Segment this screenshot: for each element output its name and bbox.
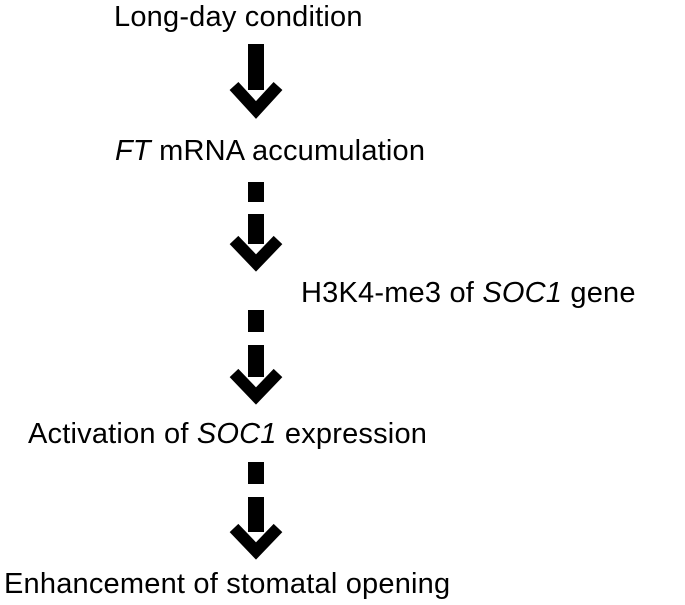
node-h3k4-me3-label: H3K4-me3 of SOC1 gene (301, 276, 636, 310)
arrow-2b-dash-2 (248, 345, 264, 377)
ft-mrna-text: mRNA accumulation (150, 135, 426, 167)
node-ft-mrna-accumulation: FT mRNA accumulation (115, 134, 425, 168)
node-activation-soc1-expression: Activation of SOC1 expression (28, 417, 427, 451)
node-stomatal-text: Enhancement of stomatal opening (4, 568, 451, 600)
arrow-2a-head (229, 235, 283, 272)
h3k4-prefix-text: H3K4-me3 of (301, 277, 483, 309)
arrow-2a-dash-1 (248, 182, 264, 202)
arrow-solid-long-day-to-ft (229, 44, 283, 119)
activation-prefix-text: Activation of (28, 418, 197, 450)
arrow-dashed-activation-to-stomatal (229, 462, 283, 560)
activation-soc1-gene-name: SOC1 (196, 418, 277, 450)
arrow-2b-dash-1 (248, 310, 264, 332)
arrow-3-head (229, 523, 283, 560)
node-long-day-text: Long-day condition (114, 1, 363, 33)
arrow-1-head (229, 81, 283, 119)
arrow-2b-head (229, 368, 283, 405)
arrow-3-dash-2 (248, 497, 264, 532)
node-enhancement-stomatal-opening: Enhancement of stomatal opening (4, 567, 450, 601)
node-long-day-condition: Long-day condition (114, 0, 363, 34)
h3k4-soc1-gene-name: SOC1 (482, 277, 563, 309)
arrow-2a-dash-2 (248, 214, 264, 244)
arrow-dashed-ft-to-activation (229, 182, 283, 405)
h3k4-suffix-text: gene (562, 277, 636, 309)
arrow-3-dash-1 (248, 462, 264, 484)
ft-gene-name: FT (115, 135, 151, 167)
activation-suffix-text: expression (276, 418, 428, 450)
arrow-1-shaft (248, 44, 264, 90)
